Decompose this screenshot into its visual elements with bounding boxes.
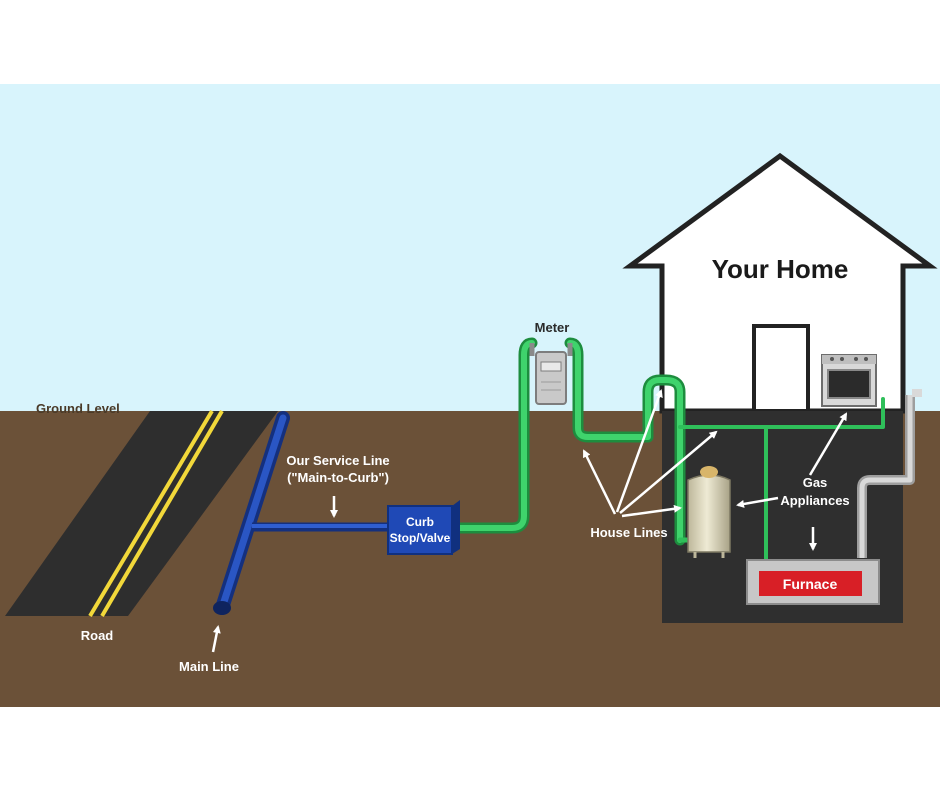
furnace-label-plate xyxy=(759,571,862,596)
water-heater-icon xyxy=(687,466,731,558)
home-title: Your Home xyxy=(712,254,849,284)
gas-meter-icon xyxy=(529,343,573,405)
house-lines-arrow-2 xyxy=(615,389,663,513)
meter-label: Meter xyxy=(535,320,570,335)
main-line-arrow xyxy=(211,625,221,653)
curb-valve-icon xyxy=(387,500,460,555)
house-lines-label: House Lines xyxy=(590,525,667,540)
main-line-label: Main Line xyxy=(179,659,239,674)
arrows xyxy=(211,389,848,653)
house-door xyxy=(752,324,810,413)
service-line-label-2: ("Main-to-Curb") xyxy=(287,470,389,485)
gas-label-2: Appliances xyxy=(780,493,849,508)
house-pipe-network xyxy=(452,337,885,562)
furnace-icon xyxy=(746,389,922,605)
curb-label-1: Curb xyxy=(406,515,434,529)
house-lines-arrow-4 xyxy=(621,504,682,518)
house-lines-arrow-3 xyxy=(619,430,718,514)
curb-label-2: Stop/Valve xyxy=(390,531,451,545)
gas-label-1: Gas xyxy=(803,475,828,490)
stove-icon xyxy=(821,354,877,407)
ground-level-label: Ground Level xyxy=(36,401,120,416)
gas-arrow-heater xyxy=(736,496,779,508)
service-line-label-1: Our Service Line xyxy=(286,453,389,468)
gas-arrow-stove xyxy=(808,412,848,476)
furnace-label: Furnace xyxy=(783,576,838,592)
house-lines-arrow-1 xyxy=(582,449,617,515)
road-label: Road xyxy=(81,628,114,643)
service-line-pipe xyxy=(252,522,394,532)
road xyxy=(5,409,278,618)
main-line-pipe xyxy=(213,411,290,615)
